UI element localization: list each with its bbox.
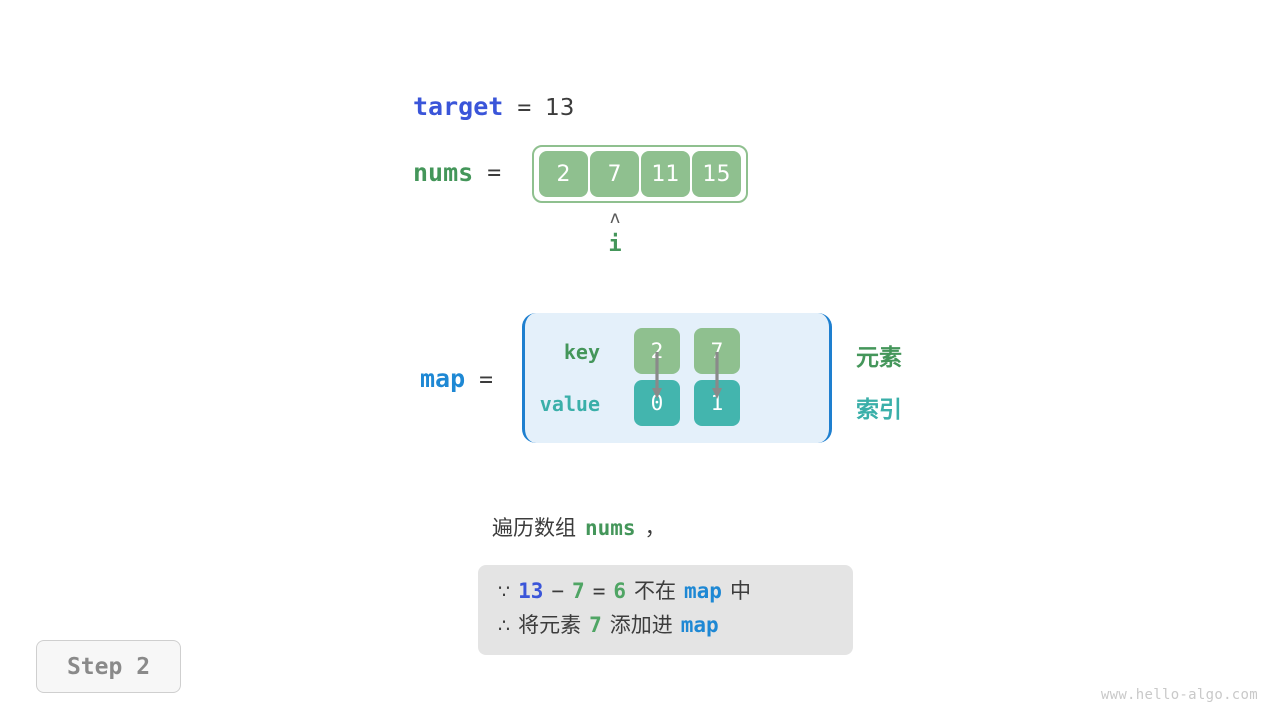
explanation-line-2: ∴ 将元素 7 添加进 map: [498, 609, 833, 643]
nums-array-container: 2 7 11 15: [532, 145, 748, 203]
map-value-cell: 0: [634, 380, 680, 426]
operand-result: 6: [613, 579, 627, 603]
map-index-side-label: 索引: [856, 397, 902, 423]
operand-current: 7: [572, 579, 585, 603]
therefore-symbol: ∴: [498, 615, 511, 637]
target-equals-sign: =: [517, 95, 532, 121]
code-map: map: [680, 613, 719, 637]
array-cell: 15: [692, 151, 741, 197]
key-to-value-arrow-icon: [652, 352, 662, 399]
caption-comma: ，: [644, 516, 666, 540]
map-element-side-label: 元素: [856, 345, 902, 371]
map-variable-label: map: [420, 364, 466, 393]
target-assignment-row: target = 13: [413, 92, 574, 121]
minus-operator: −: [551, 579, 565, 603]
target-variable-label: target: [413, 92, 504, 121]
pointer-index-label: i: [608, 232, 622, 257]
explanation-box: ∵ 13 − 7 = 6 不在 map 中 ∴ 将元素 7 添加进 map: [478, 565, 853, 655]
caption-line: 遍历数组 nums ，: [492, 512, 666, 542]
operand-target: 13: [518, 579, 544, 603]
nums-variable-label: nums: [413, 158, 474, 187]
map-value-row-label: value: [539, 392, 600, 416]
not-in-text: 不在: [634, 579, 677, 603]
map-assignment-row: map =: [420, 364, 493, 393]
array-cell: 7: [590, 151, 639, 197]
caption-text: 遍历数组: [492, 516, 576, 540]
watermark: www.hello-algo.com: [1100, 687, 1258, 703]
add-into-text: 添加进: [609, 613, 673, 637]
caption-code-nums: nums: [585, 516, 636, 540]
explanation-line-1: ∵ 13 − 7 = 6 不在 map 中: [498, 575, 833, 609]
target-value: 13: [545, 95, 575, 121]
nums-assignment-row: nums =: [413, 158, 501, 187]
map-key-row-label: key: [563, 340, 600, 364]
code-map: map: [684, 579, 722, 603]
in-text: 中: [729, 579, 751, 603]
add-element-text: 将元素: [518, 613, 582, 637]
because-symbol: ∵: [498, 581, 511, 603]
key-to-value-arrow-icon: [712, 352, 722, 399]
map-equals-sign: =: [479, 367, 494, 393]
nums-equals-sign: =: [487, 159, 502, 186]
step-badge: Step 2: [36, 640, 181, 693]
array-cell: 2: [539, 151, 588, 197]
equals-operator: =: [592, 579, 606, 603]
added-element-value: 7: [589, 613, 602, 637]
array-cell: 11: [641, 151, 690, 197]
pointer-caret-icon: ʌ: [609, 208, 621, 228]
